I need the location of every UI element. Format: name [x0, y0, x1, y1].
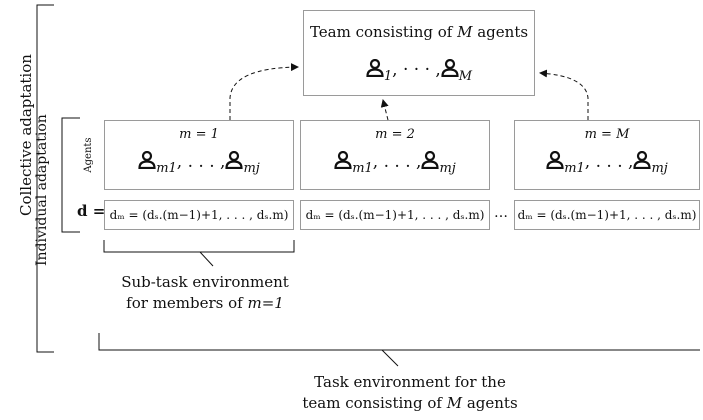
subteam-agents-M: m1, . . . ,mj [515, 150, 699, 176]
subteam-agents-2: m1, . . . ,mj [301, 150, 489, 176]
subteam-eq-1: dₘ = (dₛ.(m−1)+1, . . . , dₛ.m) [109, 208, 289, 222]
team-title: Team consisting of M agents [309, 23, 529, 41]
subteam-title-2: m = 2 [375, 127, 415, 142]
task-env-caption: Task environment for the team consisting… [302, 373, 518, 412]
subteam-box-1: m = 1 m1, . . . ,mj [104, 120, 294, 190]
person-icon [334, 150, 352, 174]
subteam-eq-2: dₘ = (dₛ.(m−1)+1, . . . , dₛ.m) [305, 208, 485, 222]
subtask-caption: Sub-task environment for members of m=1 [121, 273, 289, 312]
person-icon [225, 150, 244, 174]
subteam-eq-box-2: dₘ = (dₛ.(m−1)+1, . . . , dₛ.m) [300, 200, 490, 230]
subteam-title-1: m = 1 [179, 127, 219, 142]
subteam-box-2: m = 2 m1, . . . ,mj [300, 120, 490, 190]
subteam-agents-1: m1, . . . ,mj [105, 150, 293, 176]
arrow-from-team-1 [229, 63, 299, 120]
person-icon [421, 150, 440, 174]
arrow-from-team-M [539, 69, 589, 120]
task-env-bracket [98, 333, 700, 351]
subteam-eq-box-M: dₘ = (dₛ.(m−1)+1, . . . , dₛ.m) [514, 200, 700, 230]
agents-row-label: Agents [83, 137, 94, 173]
person-icon [366, 58, 384, 82]
person-icon [441, 58, 459, 82]
person-icon [633, 150, 652, 174]
subteam-title-M: m = M [584, 127, 630, 142]
team-agent-list: 1, · · · , M [304, 58, 534, 84]
d-row-label: d = [77, 202, 106, 220]
individual-adaptation-label: Individual adaptation [34, 114, 50, 266]
subtask-bracket [103, 240, 295, 253]
arrow-from-team-2 [380, 99, 389, 121]
person-icon [138, 150, 156, 174]
person-icon [546, 150, 564, 174]
subteam-eq-M: dₘ = (dₛ.(m−1)+1, . . . , dₛ.m) [517, 208, 697, 222]
team-box: Team consisting of M agents 1, · · · , M [303, 10, 535, 96]
subteam-eq-box-1: dₘ = (dₛ.(m−1)+1, . . . , dₛ.m) [104, 200, 294, 230]
ellipsis-between: … [494, 205, 508, 221]
subteam-box-M: m = M m1, . . . ,mj [514, 120, 700, 190]
